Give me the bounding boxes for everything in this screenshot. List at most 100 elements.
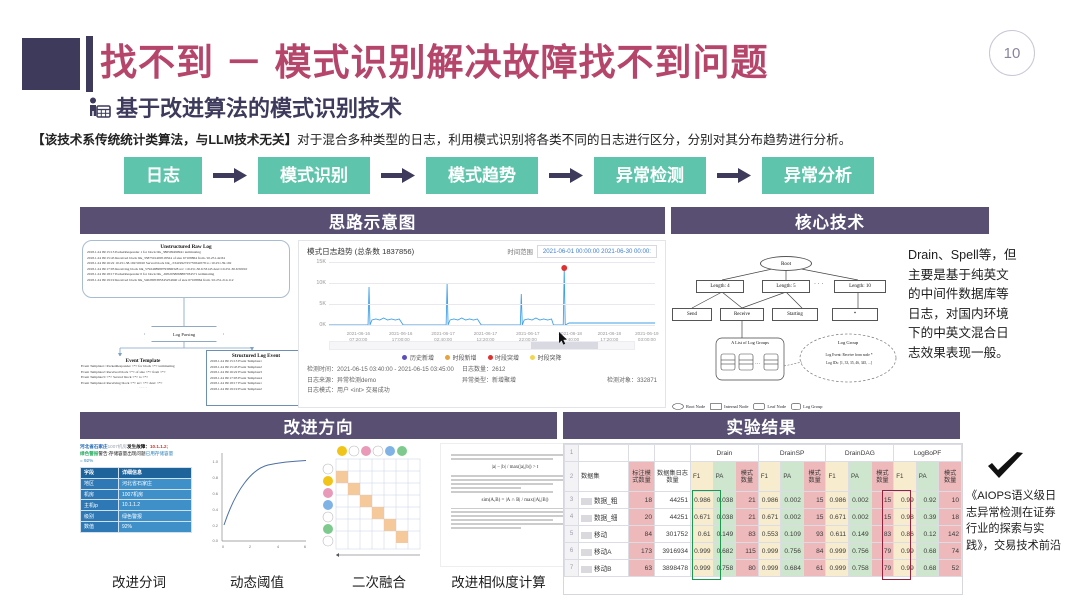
y-tick: 5K [319, 301, 326, 307]
cell-labeled: 173 [628, 542, 655, 560]
flow-step-anomaly-analysis[interactable]: 异常分析 [762, 156, 874, 194]
chart-meta-info: 检测时间：2021-06-15 03:40:00 - 2021-06-15 03… [307, 365, 657, 397]
drain-tree-diagram: Root Length: 4 Length: 5 · · · Length: 1… [672, 240, 900, 410]
blank-cell [628, 444, 655, 462]
x-tick-date: 2021-06-18 [558, 331, 582, 336]
cell-dataset: 数据_细 [594, 515, 618, 522]
internal-node-icon [710, 403, 722, 410]
improvement-thumb-similarity: |a| − |b| / max(|a|,|b|) > t sim(A,B) = … [440, 443, 590, 590]
log-group-stacks-icon: ··· [720, 353, 779, 371]
cell-drainsp-f1: 0.999 [757, 542, 782, 560]
cell-logbopf-count: 52 [938, 559, 962, 577]
svg-text:1.0: 1.0 [212, 459, 218, 464]
flow-step-log[interactable]: 日志 [124, 156, 202, 194]
cell-logbopf-count: 142 [938, 525, 962, 543]
cell-logbopf-count: 18 [938, 508, 962, 526]
flow-arrow-icon [538, 156, 594, 194]
legend-label: 时段新增 [452, 356, 477, 362]
cell-draindag-pa: 0.149 [848, 525, 872, 543]
section-header-experiment-results: 实验结果 [563, 412, 960, 439]
raw-log-line: 2018.1.24 09:15:45 Received block blk_35… [87, 255, 225, 260]
table-row: 级别绿色警报 [80, 510, 192, 522]
table-row: 3 数据_粗 18 44251 0.986 0.038 21 0.986 0.0… [564, 491, 962, 509]
log-group-icon [791, 403, 801, 410]
log-group-title: Log Group [837, 340, 859, 345]
col-draindag-count: 模式数量 [870, 461, 895, 492]
cell-drainsp-count: 15 [802, 508, 827, 526]
alarm-headline: 河北省石家庄1007机房发生故障：10.1.1.2; 绿色警报警告:存储容量出现… [80, 444, 174, 463]
event-template-line: Event Template4: Receiving block <*> src… [81, 380, 163, 385]
structured-log-line: 2018.1.24 09:19:19 Event Template2 [210, 386, 262, 391]
page-number-badge: 10 [989, 30, 1035, 76]
cell-draindag-f1: 0.611 [825, 525, 850, 543]
time-range-control[interactable]: 时间范围 2021-06-01 00:00:00 2021-06-30 00:0… [507, 245, 657, 258]
table-row: 4 数据_细 20 44251 0.671 0.038 21 0.671 0.0… [564, 508, 962, 526]
cell-logbopf-pa: 0.92 [915, 491, 940, 509]
legend-item-period-new[interactable]: 时段新增 [444, 353, 477, 362]
legend-item-period-drop[interactable]: 时段突降 [530, 353, 562, 362]
event-template-ellipsis: · · · · [139, 386, 147, 391]
meta-value: 2021-06-15 03:40:00 - 2021-06-15 03:45:0… [337, 367, 454, 373]
time-range-input[interactable]: 2021-06-01 00:00:00 2021-06-30 00:00: [536, 245, 657, 258]
cell-logs: 44251 [654, 508, 691, 526]
flow-step-pattern-trend[interactable]: 模式趋势 [426, 156, 538, 194]
flow-step-pattern-recognition[interactable]: 模式识别 [258, 156, 370, 194]
chart-scrollbar-thumb[interactable] [530, 342, 598, 349]
cell-drainsp-f1: 0.986 [757, 491, 782, 509]
cell-drain-count: 83 [735, 525, 759, 543]
cell-drainsp-pa: 0.109 [780, 525, 804, 543]
check-mark-icon [988, 452, 1023, 478]
blank-cell [654, 444, 691, 462]
chart-header: 模式日志趋势 (总条数 1837856) 时间范围 2021-06-01 00:… [299, 241, 665, 258]
col-logbopf-f1: F1 [893, 461, 917, 492]
section-header-improvement-direction: 改进方向 [80, 412, 557, 439]
tree-node-send: Send [672, 308, 712, 321]
svg-text:0.4: 0.4 [212, 507, 218, 512]
event-template-title: Event Template [125, 358, 161, 364]
log-parsing-node: Log Parsing [144, 326, 224, 342]
tree-node-length4: Length: 4 [696, 280, 744, 293]
group-header-logbopf: LogBoPF [893, 444, 962, 462]
cell-drainsp-f1: 0.553 [757, 525, 782, 543]
raw-log-title: Unstructured Raw Log [160, 244, 212, 250]
structured-log-line: 2018.1.24 09:17:03 Event Template4 [210, 375, 262, 380]
y-axis-labels: 15K 10K 5K 0K [305, 259, 329, 331]
col-drainsp-pa: PA [780, 461, 804, 492]
cell-labeled: 84 [628, 525, 655, 543]
slide-header: 找不到 － 模式识别解决故障找不到问题 基于改进算法的模式识别技术 10 [0, 0, 1067, 122]
person-calendar-icon [86, 96, 112, 122]
cell-drainsp-pa: 0.002 [780, 508, 804, 526]
legend-item-period-spike[interactable]: 时段突增 [487, 353, 519, 362]
cell-drain-pa: 0.038 [712, 508, 737, 526]
chart-range-scrollbar[interactable] [329, 341, 635, 350]
cell-logbopf-f1: 0.98 [893, 508, 917, 526]
col-drain-pa: PA [712, 461, 737, 492]
raw-log-line: 2018.1.24 09:18:17 PacketResponder 0 for… [87, 272, 215, 277]
legend-item-history-new[interactable]: 历史新增 [402, 353, 434, 362]
cell-drain-f1: 0.671 [690, 508, 714, 526]
svg-text:0.0: 0.0 [212, 538, 218, 543]
cell-draindag-count: 83 [870, 525, 895, 543]
chart-series-line [329, 265, 655, 326]
svg-text:6: 6 [304, 544, 307, 549]
legend-label: Root Node [686, 404, 706, 409]
cell-logs: 3898478 [654, 559, 691, 577]
structured-log-line: 2018.1.24 09:16:22 Event Template3 [210, 370, 262, 375]
flow-arrow-icon [706, 156, 762, 194]
cell-drainsp-count: 93 [802, 525, 827, 543]
improvement-thumb-fusion: 二次融合 [320, 443, 438, 590]
cell-drainsp-f1: 0.999 [757, 559, 782, 577]
flow-step-anomaly-detection[interactable]: 异常检测 [594, 156, 706, 194]
cell-drain-f1: 0.999 [690, 559, 714, 577]
experiment-results-table: 1 Drain DrainSP DrainDAG LogBoPF 2 数据集 标… [563, 443, 963, 595]
cell-draindag-f1: 0.999 [825, 542, 850, 560]
x-tick-date: 2021-06-16 [346, 331, 371, 336]
cell-dataset: 移动 [594, 532, 608, 539]
cell-logbopf-count: 10 [938, 491, 962, 509]
cell-draindag-pa: 0.002 [848, 508, 872, 526]
svg-text:4: 4 [277, 544, 280, 549]
raw-log-line: 2018.1.24 09:17:03 Receiving block blk_5… [87, 266, 248, 271]
